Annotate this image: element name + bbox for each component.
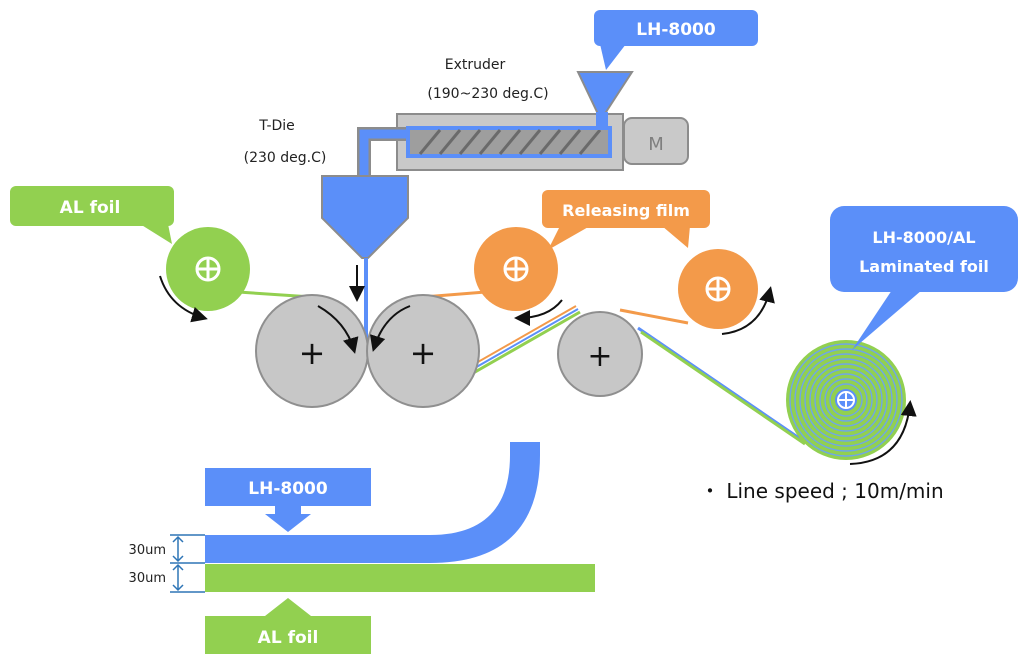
laminated-foil-callout: LH-8000/AL Laminated foil [830, 206, 1018, 350]
lh8000-feed-callout: LH-8000 [594, 10, 758, 70]
lh8000-thickness: 30um [129, 543, 166, 558]
tdie-temp: (230 deg.C) [244, 150, 327, 166]
motor-label: M [648, 134, 664, 155]
laminated-foil-label-line1: LH-8000/AL [872, 228, 975, 247]
al-foil-label: AL foil [60, 198, 121, 218]
releasing-film-callout: Releasing film [542, 190, 710, 250]
extruder: M [396, 71, 689, 171]
tdie-title: T-Die [258, 118, 295, 134]
extruder-temp: (190~230 deg.C) [427, 86, 548, 102]
releasing-film-rewind-roll [678, 249, 775, 335]
nip-roll: + [366, 294, 480, 408]
cross-section-detail: LH-8000 AL foil 30um 30um [129, 442, 595, 654]
screw-flights [418, 129, 602, 155]
lh8000-feed-label: LH-8000 [636, 20, 716, 40]
cs-lh8000-label-box [205, 468, 371, 506]
al-foil-unwind-roll [159, 227, 250, 323]
cs-lh8000-arrow [265, 506, 311, 532]
laminated-foil-winder [786, 340, 917, 465]
thickness-dimensions [170, 534, 205, 593]
chill-roll-cross: + [299, 334, 326, 372]
motor [623, 117, 689, 165]
line-speed-note: ・ Line speed ; 10m/min [700, 479, 944, 503]
chill-roll: + [255, 294, 369, 408]
hopper [576, 71, 634, 115]
guide-roll: + [557, 311, 643, 397]
t-die [321, 175, 409, 259]
cs-al-arrow [265, 598, 311, 618]
guide-roll-cross: + [587, 339, 612, 374]
melt-pipe [359, 129, 406, 180]
extruder-title: Extruder [445, 57, 506, 73]
cs-al-label: AL foil [258, 628, 319, 648]
al-foil-layer [205, 564, 595, 592]
hopper-throat [596, 112, 608, 130]
al-thickness: 30um [129, 571, 166, 586]
lh8000-layer [205, 442, 540, 563]
releasing-film-unwind-roll [474, 227, 563, 326]
releasing-film-label: Releasing film [562, 201, 690, 220]
cs-al-label-box [205, 616, 371, 654]
nip-roll-cross: + [410, 334, 437, 372]
al-foil-callout: AL foil [10, 186, 174, 244]
cs-lh8000-label: LH-8000 [248, 479, 328, 499]
laminated-foil-label-line2: Laminated foil [859, 257, 989, 276]
